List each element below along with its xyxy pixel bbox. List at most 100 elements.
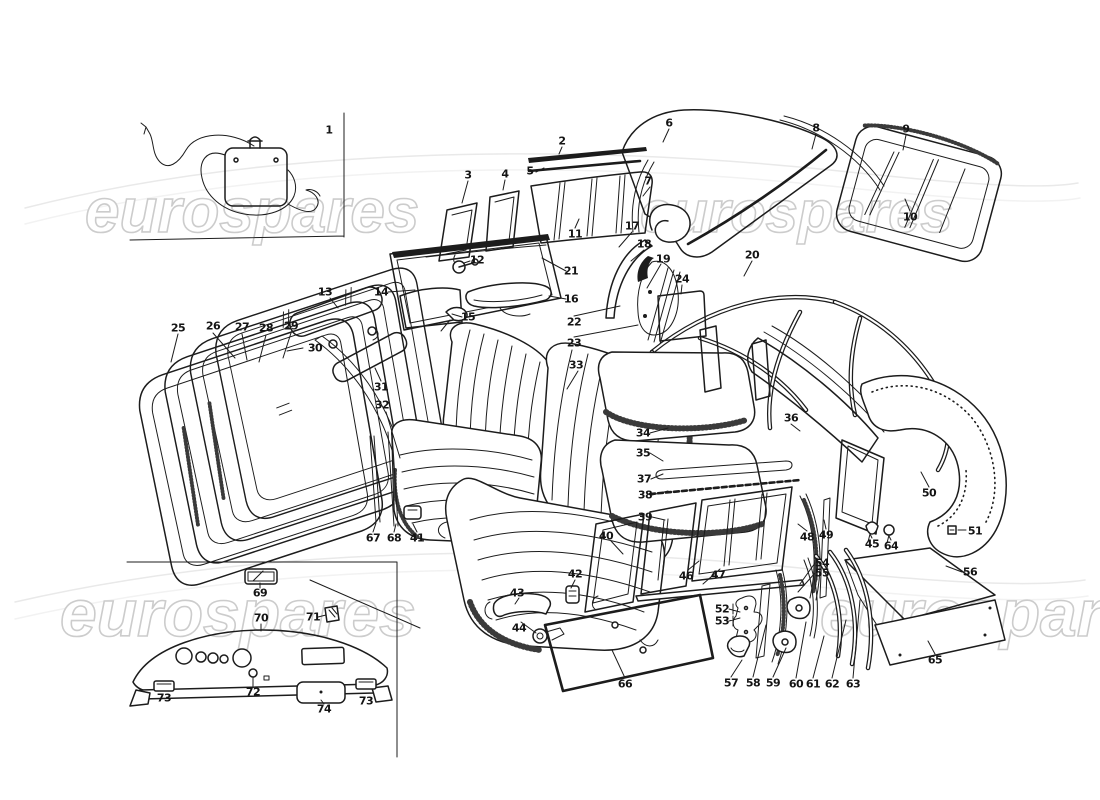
part-callout-72: 72 [245,685,261,699]
part-9-rear-window-seal [835,123,1003,263]
part-callout-40: 40 [598,529,614,543]
part-callout-24: 24 [674,272,690,286]
part-callout-67: 67 [365,531,381,545]
part-callout-4: 4 [501,167,509,181]
part-callout-39: 39 [637,510,653,524]
part-42-clip [565,585,580,604]
part-46-glass [691,486,793,582]
part-callout-15: 15 [460,310,476,324]
part-10-rear-window-glass [848,138,990,249]
part-callout-69: 69 [252,586,268,600]
part-callout-35: 35 [635,446,651,460]
part-callout-20: 20 [744,248,760,262]
part-74-plate [296,681,346,704]
part-callout-60: 60 [788,677,804,691]
part-callout-50: 50 [921,486,937,500]
part-callout-25: 25 [170,321,186,335]
part-callout-70: 70 [253,611,269,625]
part-51-fastener [947,525,967,535]
part-64-clip [883,524,895,544]
inset-borders [126,112,398,758]
part-66-floor-panel [543,593,715,693]
part-callout-66: 66 [617,677,633,691]
part-callout-5: 5 [526,164,534,178]
part-37-strip [655,460,793,480]
part-callout-11: 11 [567,227,583,241]
part-6-headliner [621,109,838,258]
part-69-trim-piece [244,568,278,585]
part-73-end-caps [153,678,377,692]
part-callout-52: 52 [714,602,730,616]
part-callout-16: 16 [563,292,579,306]
part-29-30-strips [314,335,400,451]
part-callout-17: 17 [624,219,640,233]
part-callout-3: 3 [464,168,472,182]
part-callout-23: 23 [566,336,582,350]
part-callout-44: 44 [511,621,527,635]
part-callout-28: 28 [258,321,274,335]
part-callout-33: 33 [568,358,584,372]
part-7-trim-strip [631,159,655,233]
part-callout-53: 53 [714,614,730,628]
part-callout-34: 34 [635,426,651,440]
part-callout-55: 55 [814,566,830,580]
part-callout-13: 13 [317,285,333,299]
part-58-strip [755,583,771,659]
part-callout-22: 22 [566,315,582,329]
part-callout-9: 9 [902,122,910,136]
part-callout-49: 49 [818,528,834,542]
part-callout-73: 73 [156,691,172,705]
part-2-strip [528,147,647,163]
part-65-trunk-panel [874,599,1006,666]
part-36-quarter-trim [746,325,889,535]
part-callout-74: 74 [316,702,332,716]
part-callout-43: 43 [509,586,525,600]
part-8-trim-strip [779,115,885,191]
part-41-clip [403,505,422,520]
part-callout-45: 45 [864,537,880,551]
part-5-strip [527,159,642,173]
part-callout-36: 36 [783,411,799,425]
part-callout-32: 32 [374,398,390,412]
part-callout-51: 51 [967,524,983,538]
part-callout-54: 54 [814,556,830,570]
part-callout-10: 10 [902,210,918,224]
part-14-door-panel [389,234,562,331]
watermark-text-bottom-left: eurospares [60,576,416,650]
part-39-glass [640,502,697,595]
part-callout-19: 19 [655,252,671,266]
part-callout-2: 2 [558,134,566,148]
part-callout-27: 27 [234,320,250,334]
part-44-lock-mechanism [532,627,565,644]
part-50-wheel-arch-cover [859,374,1007,558]
part-1-pad-with-cables [140,122,321,216]
part-callout-8: 8 [812,121,820,135]
part-callout-1: 1 [325,123,333,137]
part-24-carpet-piece [657,290,707,342]
part-callout-47: 47 [710,568,726,582]
part-callout-73: 73 [358,694,374,708]
watermark-text-top-left: eurospares [85,177,419,246]
part-callout-26: 26 [205,319,221,333]
part-callout-61: 61 [805,677,821,691]
part-callout-38: 38 [637,488,653,502]
part-callout-18: 18 [636,237,652,251]
part-callout-12: 12 [469,253,485,267]
part-callout-7: 7 [644,174,652,188]
part-callout-37: 37 [636,472,652,486]
part-callout-41: 41 [409,531,425,545]
part-callout-58: 58 [745,676,761,690]
part-40-window-frame [584,513,645,613]
part-31-sun-visor [328,331,408,383]
part-callout-59: 59 [765,676,781,690]
part-67-68-sill-strips [369,431,399,527]
part-callout-30: 30 [307,341,323,355]
part-callout-65: 65 [927,653,943,667]
part-callout-46: 46 [678,569,694,583]
part-callout-64: 64 [883,539,899,553]
part-callout-68: 68 [386,531,402,545]
part-38-strip [648,478,802,496]
part-callout-62: 62 [824,677,840,691]
